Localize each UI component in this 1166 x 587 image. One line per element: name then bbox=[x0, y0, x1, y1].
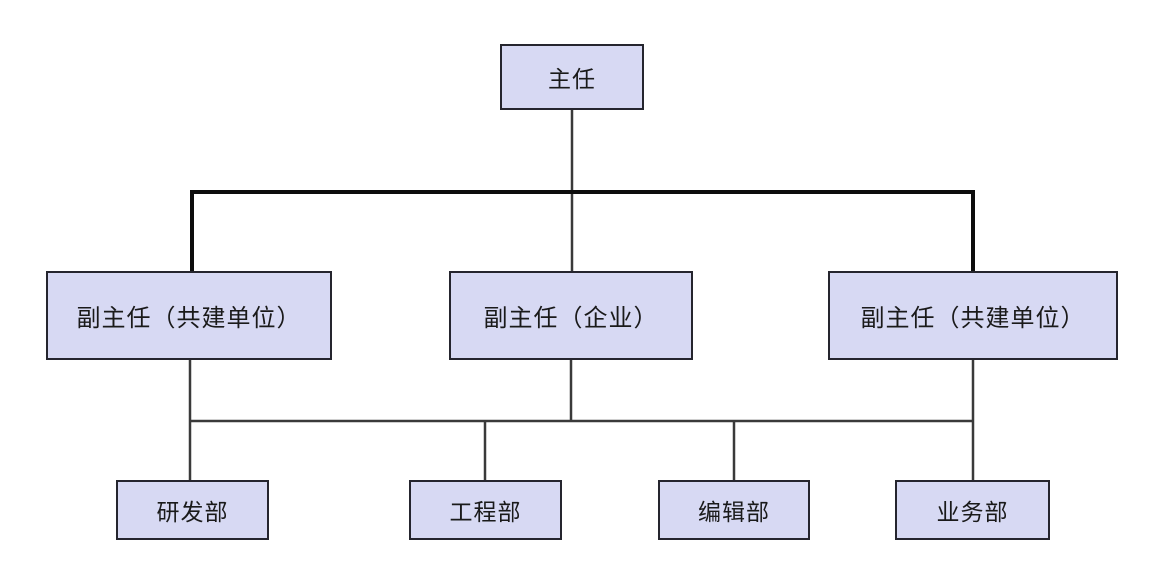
node-dept-biz: 业务部 bbox=[895, 480, 1050, 540]
node-dept-eng-label: 工程部 bbox=[449, 499, 522, 525]
node-director-label: 主任 bbox=[548, 66, 596, 92]
node-dept-edit: 编辑部 bbox=[658, 480, 810, 540]
node-deputy-mid: 副主任（企业） bbox=[449, 271, 693, 360]
node-dept-eng: 工程部 bbox=[409, 480, 562, 540]
node-deputy-mid-label: 副主任（企业） bbox=[483, 305, 659, 332]
node-deputy-left-label: 副主任（共建单位） bbox=[76, 305, 302, 332]
node-dept-edit-label: 编辑部 bbox=[698, 499, 770, 525]
node-dept-biz-label: 业务部 bbox=[936, 499, 1009, 525]
node-deputy-right: 副主任（共建单位） bbox=[828, 271, 1118, 360]
node-director: 主任 bbox=[500, 44, 644, 110]
node-dept-rd-label: 研发部 bbox=[156, 499, 229, 525]
node-deputy-left: 副主任（共建单位） bbox=[46, 271, 332, 360]
node-deputy-right-label: 副主任（共建单位） bbox=[860, 305, 1086, 332]
node-dept-rd: 研发部 bbox=[116, 480, 269, 540]
